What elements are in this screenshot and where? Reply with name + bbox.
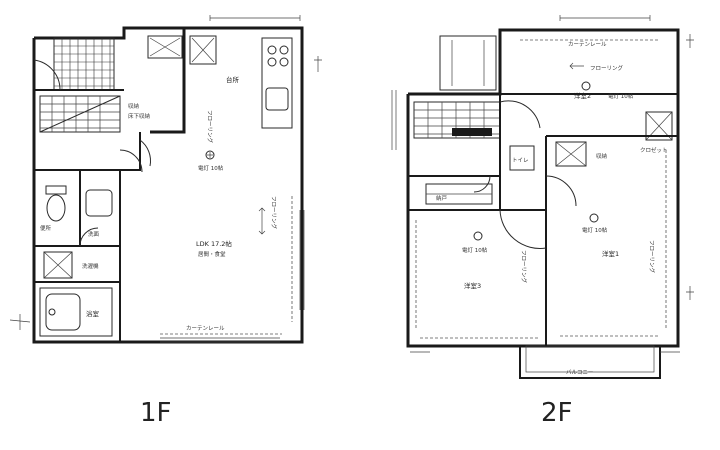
first-floor-stairs [39,95,121,133]
svg-text:カーテンレール: カーテンレール [568,41,607,48]
room1-label: 洋室1 [602,249,619,258]
svg-text:収納: 収納 [128,102,140,110]
second-floor-plan: バルコニー トイレ 収納 クロゼット 洋室2 [391,15,694,379]
svg-text:居間・食堂: 居間・食堂 [198,250,226,258]
first-floor-label: 1F [140,398,172,428]
svg-text:収納: 収納 [596,152,608,160]
svg-text:電灯 10帖: 電灯 10帖 [198,164,224,172]
second-floor-stairs [413,101,501,139]
first-floor-porch-tiles [53,37,115,91]
toilet-fixture [45,185,67,222]
svg-text:洗面: 洗面 [88,230,100,238]
svg-text:納戸: 納戸 [436,194,448,202]
washing-machine-pan [43,251,73,279]
svg-text:浴室: 浴室 [86,309,100,318]
svg-text:床下収納: 床下収納 [128,112,151,120]
room2-label: 洋室2 [574,91,591,100]
ldk-label: LDK 17.2帖 [196,239,232,248]
ceiling-light-icon [205,150,215,160]
svg-text:電灯 10帖: 電灯 10帖 [608,92,634,100]
ceiling-light-icon [581,81,591,91]
kitchen-area [147,35,293,129]
second-floor-outer-wall [406,28,680,348]
room3-label: 洋室3 [464,281,481,290]
entrance-door-swing [33,59,61,91]
svg-text:フローリング: フローリング [648,240,656,274]
kitchen-counter [261,37,293,129]
svg-text:バルコニー: バルコニー [566,369,593,376]
wash-basin [85,189,113,217]
second-floor-label: 2F [541,398,573,428]
kitchen-sink [265,87,289,111]
first-floor-outer-wall [32,26,304,344]
svg-text:フローリング: フローリング [520,250,528,284]
upper-closet [439,35,497,91]
svg-text:電灯 10帖: 電灯 10帖 [462,246,488,254]
ceiling-light-icon [473,231,483,241]
svg-text:トイレ: トイレ [512,158,529,164]
wc-2f [509,145,535,171]
svg-text:フローリング: フローリング [590,64,624,72]
first-floor-plan: 収納 床下収納 台所 フローリング 便所 洗 [9,15,322,344]
svg-text:便所: 便所 [40,224,52,232]
svg-text:フローリング: フローリング [206,110,214,144]
svg-text:電灯 10帖: 電灯 10帖 [582,226,608,234]
svg-text:洗濯機: 洗濯機 [82,262,99,270]
bathtub [39,287,113,337]
svg-text:クロゼット: クロゼット [640,146,668,154]
svg-text:カーテンレール: カーテンレール [186,325,225,332]
svg-text:フローリング: フローリング [270,196,278,230]
kitchen-label: 台所 [226,75,240,84]
ceiling-light-icon [589,213,599,223]
